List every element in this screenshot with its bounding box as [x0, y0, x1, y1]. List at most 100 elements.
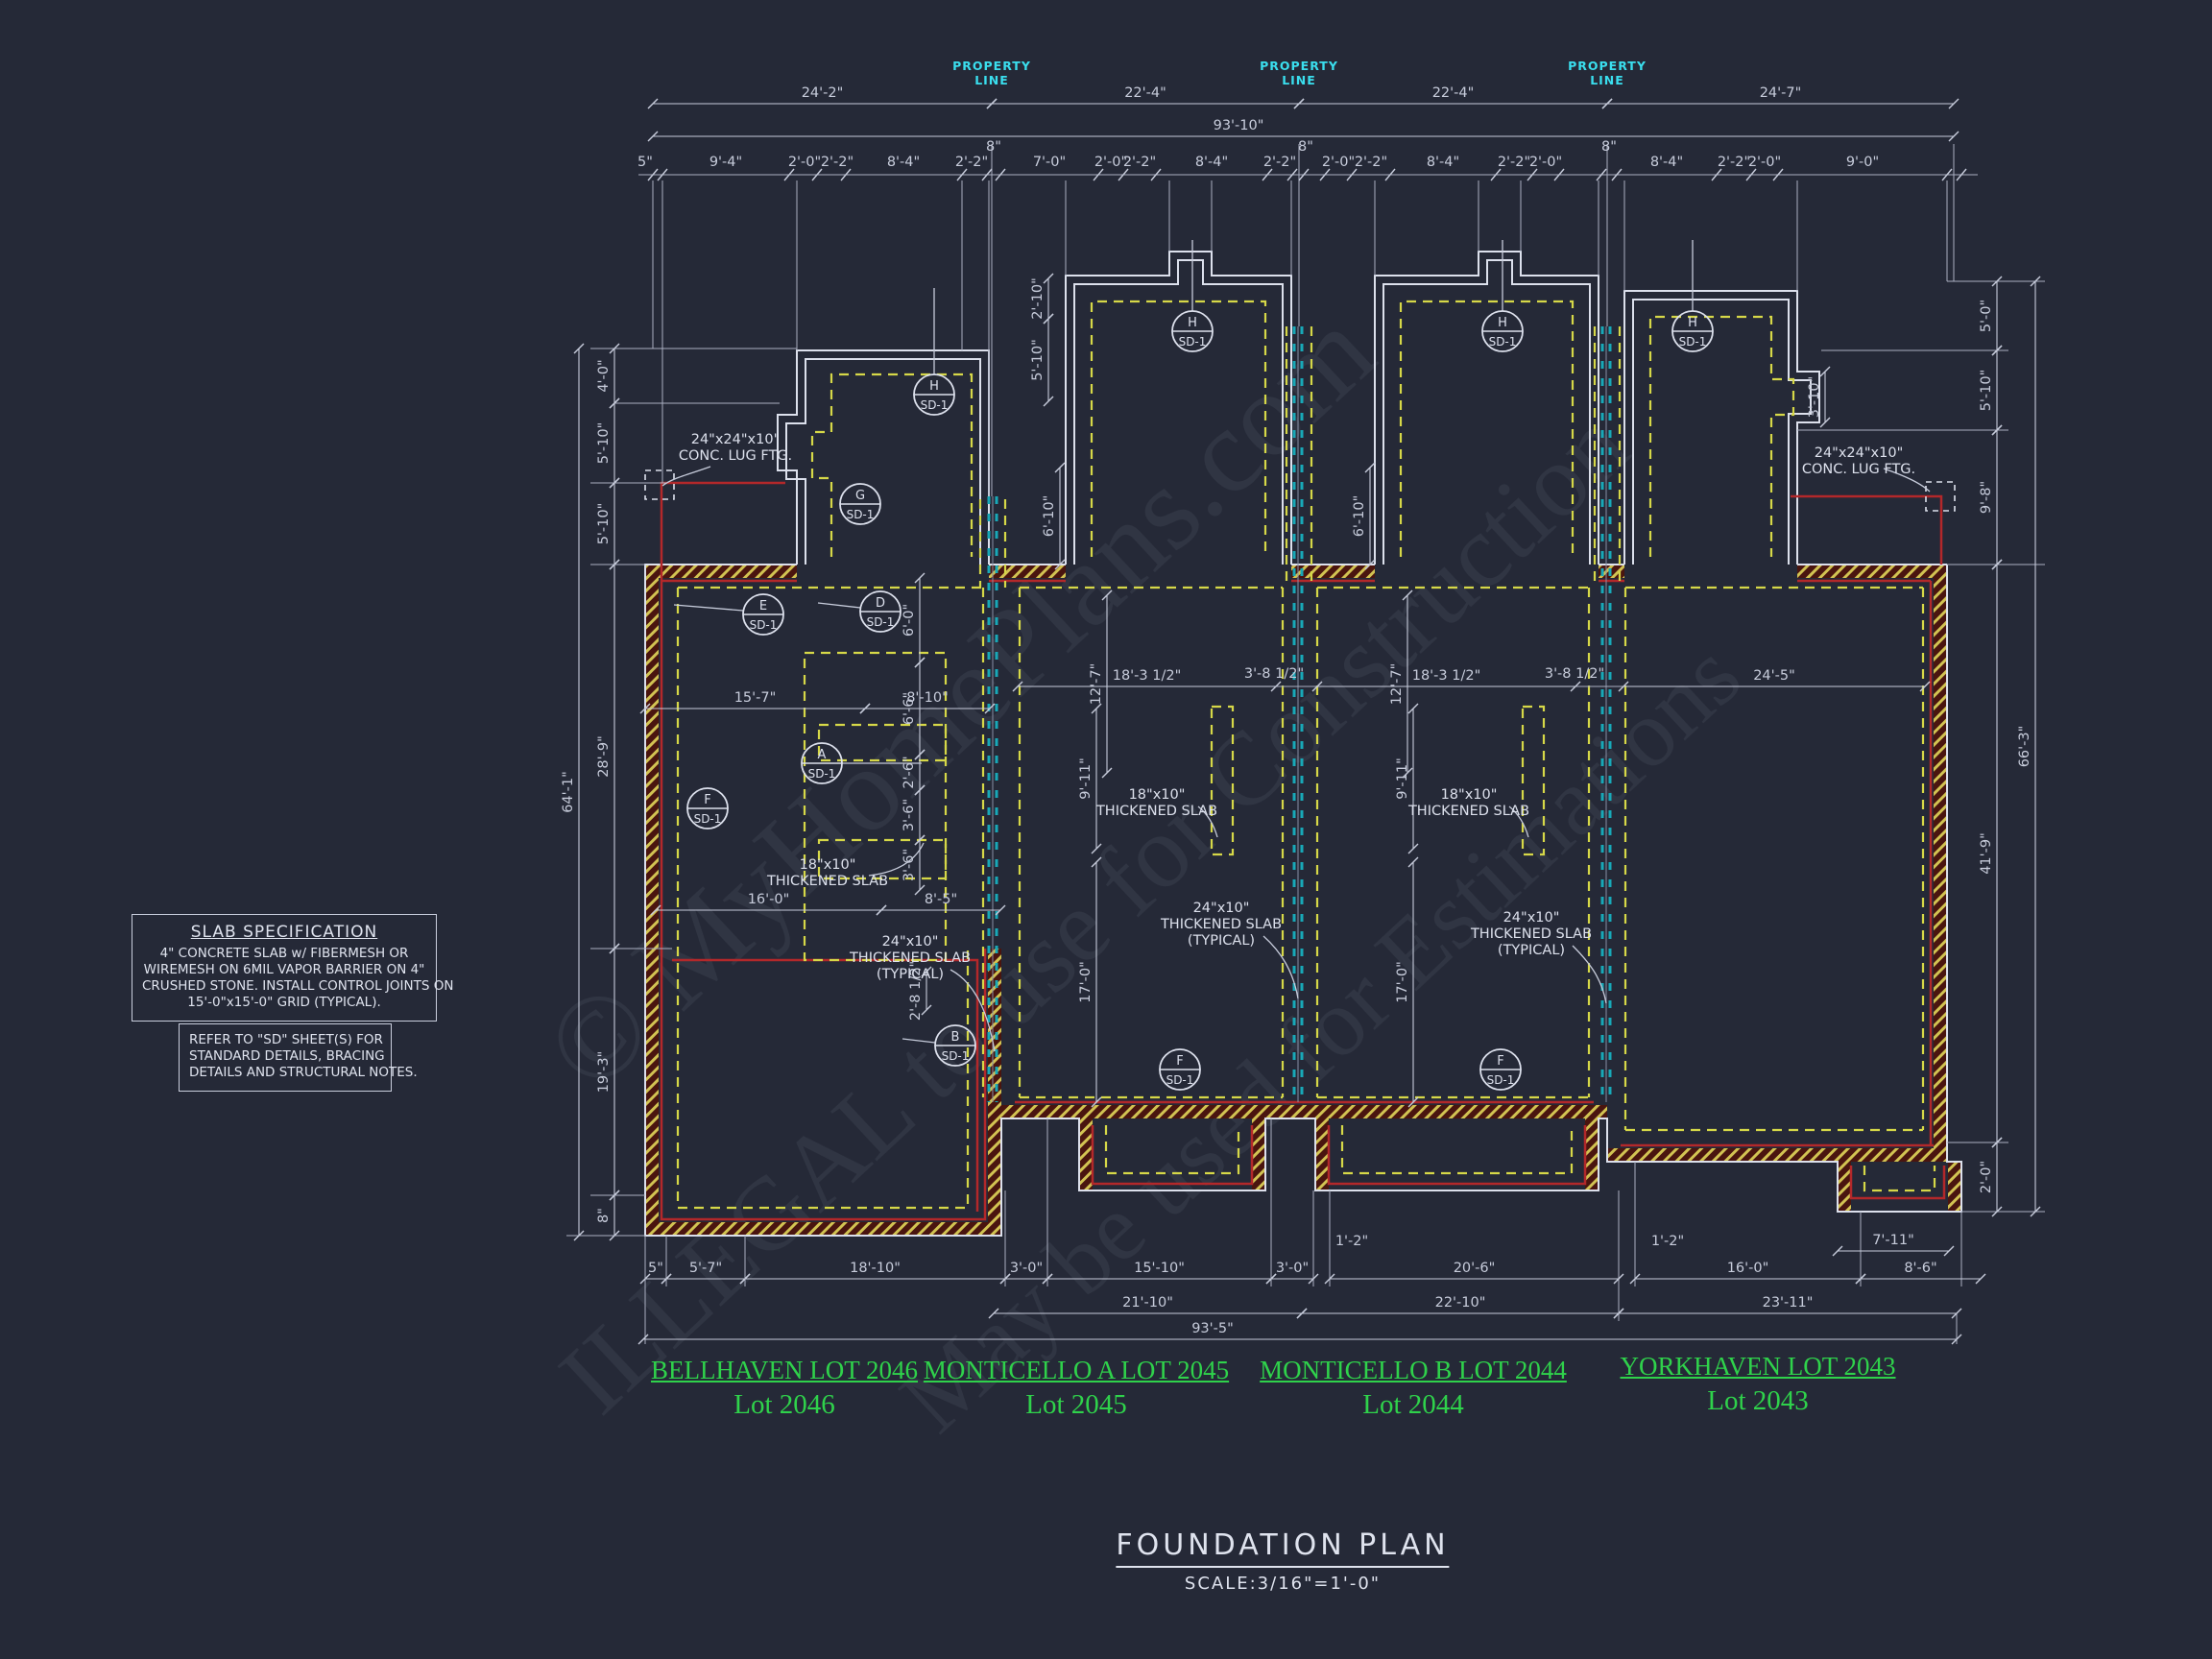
detail-tag-sheet: SD-1: [1679, 335, 1707, 349]
dim-tick: [1311, 681, 1323, 692]
dim-tick: [1919, 681, 1931, 692]
dim-tick: [956, 168, 968, 181]
dim-tick: [639, 703, 651, 714]
detail-tag: HSD-1: [1481, 310, 1524, 352]
detail-tag: ASD-1: [801, 742, 843, 784]
dim-label: 6'-6": [902, 692, 917, 725]
dim-tick: [1043, 313, 1054, 325]
dim-tick: [921, 966, 932, 977]
dim-label: 8'-4": [887, 155, 920, 170]
callout-label: 18"x10"THICKENED SLAB: [1407, 787, 1529, 819]
lot-number: Lot 2046: [733, 1389, 835, 1420]
dim-tick: [639, 1273, 651, 1285]
dim-label: 8": [596, 1208, 612, 1223]
dim-label: 8'-10": [906, 690, 949, 706]
dim-tick: [1364, 462, 1376, 473]
dim-tick: [914, 749, 926, 760]
dim-tick: [739, 1273, 751, 1285]
dim-label: 19'-3": [596, 1051, 612, 1094]
dim-tick: [1951, 1308, 1962, 1319]
dim-tick: [1054, 559, 1066, 570]
dim-label: 2'-2": [1123, 155, 1156, 170]
dim-tick: [1407, 856, 1419, 868]
slab-specification-note: SLAB SPECIFICATION 4" CONCRETE SLAB w/ F…: [132, 914, 454, 1022]
dim-tick: [1091, 1096, 1102, 1108]
dim-label: 22'-10": [1435, 1295, 1486, 1310]
dim-tick: [1991, 345, 2003, 356]
dim-label: 3'-6": [902, 799, 917, 831]
dim-label: 8": [1601, 139, 1617, 155]
dim-tick: [986, 98, 998, 109]
dim-label: 21'-10": [1122, 1295, 1173, 1310]
detail-tag-sheet: SD-1: [1487, 1073, 1515, 1087]
detail-tag-sheet: SD-1: [1166, 1073, 1194, 1087]
dim-tick: [1298, 168, 1310, 181]
hatched-wall-bands: [645, 565, 1961, 1236]
dim-tick: [1118, 168, 1129, 181]
dim-label: 6'-10": [1042, 495, 1057, 538]
detail-tag-sheet: SD-1: [847, 508, 875, 521]
dim-label: 12'-7": [1389, 663, 1405, 706]
detail-tag: FSD-1: [1159, 1048, 1201, 1091]
detail-tag: FSD-1: [686, 787, 729, 830]
dim-label: 16'-0": [1727, 1261, 1769, 1276]
dim-tick: [995, 904, 1006, 916]
dim-tick: [609, 397, 620, 409]
detail-tag-sheet: SD-1: [921, 398, 949, 412]
dim-label: 2'-0": [1322, 155, 1355, 170]
dim-tick: [1091, 703, 1102, 714]
dim-tick: [1629, 1273, 1641, 1285]
refer-note-line: REFER TO "SD" SHEET(S) FOR: [189, 1032, 383, 1047]
dim-tick: [1991, 276, 2003, 287]
dim-tick: [1296, 1308, 1308, 1319]
callout-label: 24"x10"THICKENED SLAB(TYPICAL): [1470, 910, 1592, 958]
dim-tick: [1091, 856, 1102, 868]
party-wall-lines: [987, 326, 1612, 1102]
slab-spec-line: CRUSHED STONE. INSTALL CONTROL JOINTS ON: [142, 978, 454, 994]
detail-tag-sheet: SD-1: [808, 767, 836, 781]
detail-tag-letter: G: [855, 489, 865, 503]
dim-label: 9'-0": [1846, 155, 1879, 170]
dim-label: 9'-8": [1979, 481, 1994, 514]
dim-label: 2'-10": [1030, 277, 1046, 320]
detail-tag-sheet: SD-1: [1179, 335, 1207, 349]
dim-label: 5": [648, 1261, 663, 1276]
dim-label: 2'-2": [821, 155, 854, 170]
dim-label: 3'-8 1/2": [1244, 666, 1304, 682]
dim-tick: [1384, 168, 1396, 181]
dim-tick: [1832, 1245, 1843, 1257]
dim-label: 6'-0": [902, 604, 917, 637]
dim-tick: [984, 703, 996, 714]
detail-tag-letter: E: [759, 599, 767, 613]
sheet-scale: SCALE:3/16"=1'-0": [1184, 1574, 1382, 1594]
callout-label: 18"x10"THICKENED SLAB: [766, 857, 888, 889]
lot-title: MONTICELLO A LOT 2045: [923, 1356, 1230, 1384]
dim-tick: [661, 1273, 672, 1285]
dim-tick: [609, 943, 620, 954]
extension-lines: [566, 144, 2045, 1344]
dim-tick: [1043, 396, 1054, 407]
dim-label: 8": [986, 139, 1001, 155]
dim-label: 5'-10": [1030, 339, 1046, 381]
red-footing-lines: [660, 481, 1946, 1221]
slab-spec-line: 4" CONCRETE SLAB w/ FIBERMESH OR: [159, 946, 409, 961]
dim-tick: [1042, 1273, 1053, 1285]
slab-dashed-lines: [676, 300, 1936, 1210]
detail-tag: G SD-1: [839, 483, 881, 525]
dim-tick: [1711, 168, 1722, 181]
dim-tick: [1943, 1245, 1955, 1257]
dim-tick: [811, 168, 823, 181]
callout-label: 24"x10"THICKENED SLAB(TYPICAL): [849, 934, 971, 982]
callout-leaders: [661, 240, 1931, 1052]
dim-tick: [1618, 681, 1629, 692]
dim-tick: [1043, 273, 1054, 284]
dim-tick: [1975, 1273, 1986, 1285]
callout-labels: 24"x24"x10"CONC. LUG FTG.24"x24"x10"CONC…: [679, 432, 1915, 982]
detail-tags: HSD-1HSD-1HSD-1HSD-1GSD-1ESD-1DSD-1ASD-1…: [686, 310, 1714, 1091]
dim-label: 5'-0": [1979, 300, 1994, 332]
